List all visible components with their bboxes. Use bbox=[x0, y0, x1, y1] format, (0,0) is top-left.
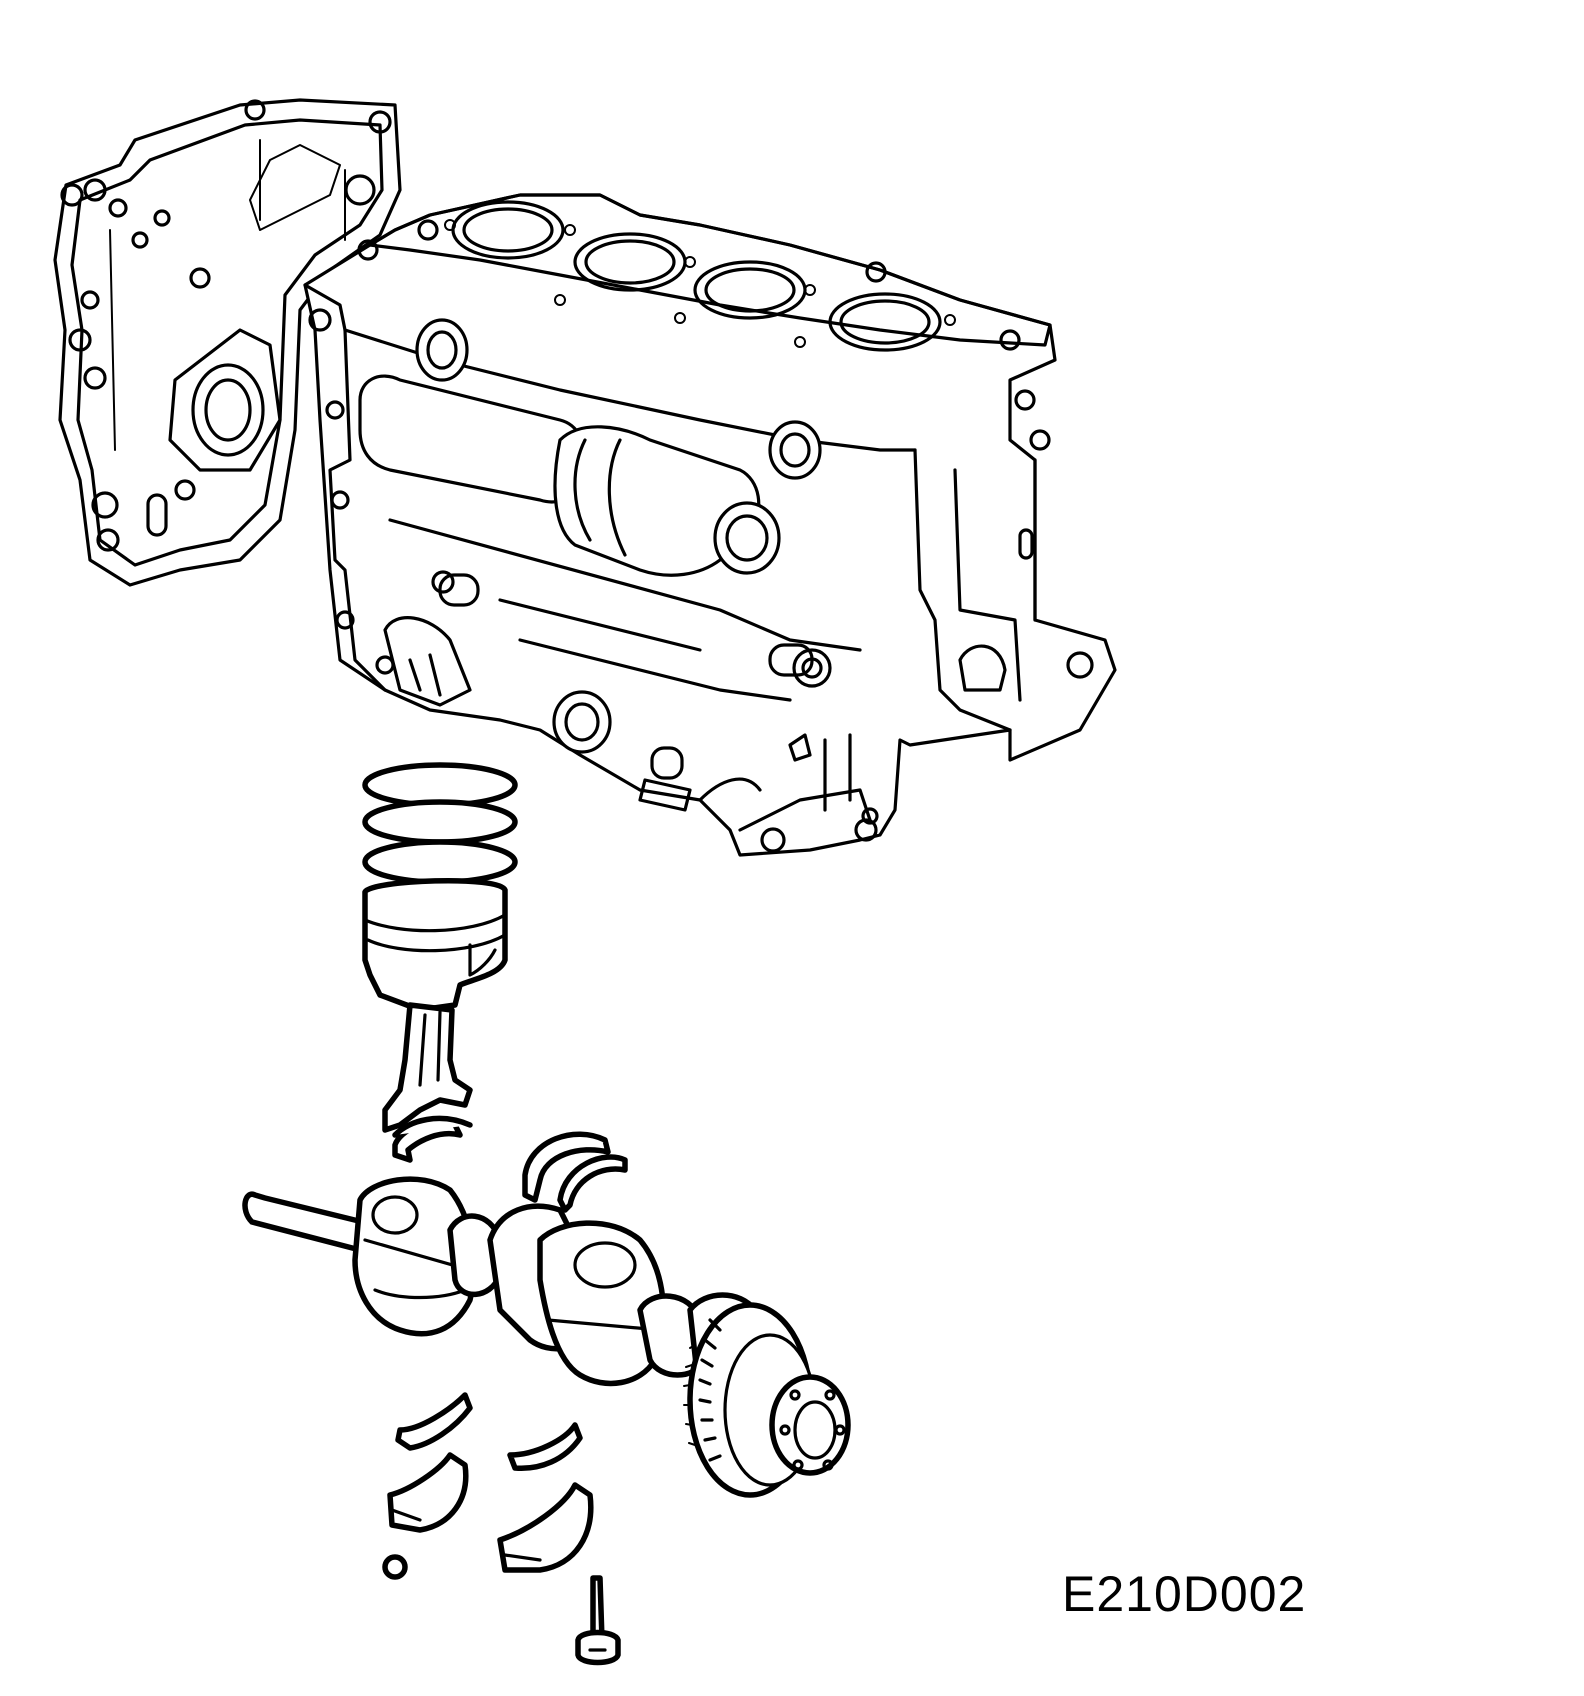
figure-code: E210D002 bbox=[1062, 1566, 1307, 1622]
cylinder-block bbox=[303, 193, 1117, 857]
main-bearing-cap-right bbox=[497, 1482, 594, 1573]
piston-ring-second bbox=[362, 799, 518, 845]
upper-main-bearing-shell-left bbox=[522, 1131, 611, 1203]
crankshaft bbox=[242, 1176, 851, 1498]
main-bearing-caps bbox=[382, 1452, 594, 1580]
connecting-rod bbox=[382, 1002, 473, 1133]
lower-main-bearings bbox=[395, 1392, 583, 1471]
lower-main-bearing-shell-left bbox=[395, 1392, 473, 1451]
dowel-ring bbox=[382, 1554, 408, 1580]
timing-cover bbox=[53, 98, 402, 587]
main-bearing-cap-left bbox=[387, 1452, 469, 1533]
upper-main-bearings bbox=[522, 1131, 628, 1213]
upper-main-bearing-shell-right bbox=[557, 1154, 628, 1213]
lower-main-bearing-shell-right bbox=[507, 1422, 583, 1471]
piston bbox=[362, 877, 508, 1013]
main-bearing-bolt bbox=[575, 1575, 621, 1666]
piston-ring-oil bbox=[362, 839, 518, 885]
piston-ring-top bbox=[362, 762, 518, 808]
piston-assembly bbox=[362, 762, 518, 1163]
